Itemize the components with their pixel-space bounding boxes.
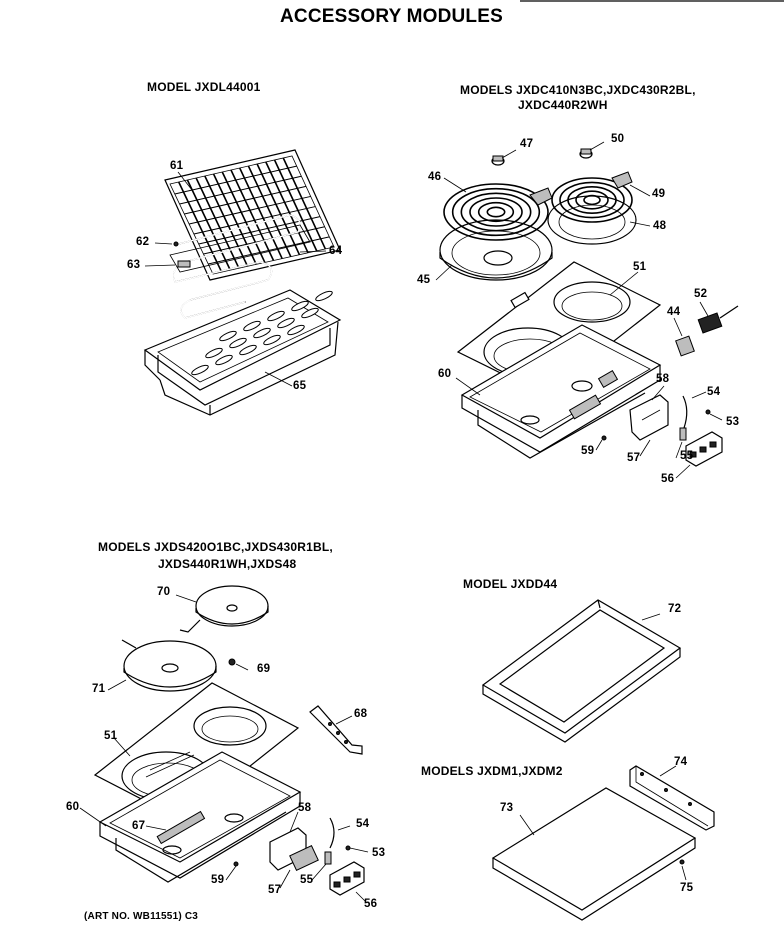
callout-72: 72 [668, 603, 682, 615]
callout-47: 47 [520, 138, 534, 150]
cover-drawing [491, 765, 715, 921]
grill-drip-pan [143, 289, 342, 416]
callout-59: 59 [581, 445, 595, 457]
grill-model-heading: MODEL JXDL44001 [147, 80, 261, 94]
coil-model-heading-line2: JXDC440R2WH [518, 98, 608, 112]
callout-46: 46 [428, 171, 442, 183]
callout-56: 56 [661, 473, 675, 485]
callout-58-solid: 58 [298, 802, 312, 814]
callout-44: 44 [667, 306, 681, 318]
grill-module-drawing [143, 149, 342, 416]
grill-screw [173, 241, 179, 247]
coil-module-drawing [435, 141, 739, 479]
callout-54: 54 [707, 386, 721, 398]
page-title: ACCESSORY MODULES [280, 6, 503, 27]
callout-45: 45 [417, 274, 431, 286]
callout-71: 71 [92, 683, 106, 695]
callout-58: 58 [656, 373, 670, 385]
callout-48: 48 [653, 220, 667, 232]
callout-56-solid: 56 [364, 898, 378, 910]
callout-53-solid: 53 [372, 847, 386, 859]
callout-68: 68 [354, 708, 368, 720]
callout-53: 53 [726, 416, 740, 428]
callout-57: 57 [627, 452, 641, 464]
callout-73: 73 [500, 802, 514, 814]
callout-59-solid: 59 [211, 874, 225, 886]
callout-55-solid: 55 [300, 874, 314, 886]
callout-62: 62 [136, 236, 150, 248]
callout-52: 52 [694, 288, 708, 300]
solid-model-heading-line1: MODELS JXDS420O1BC,JXDS430R1BL, [98, 540, 333, 554]
callout-63: 63 [127, 259, 141, 271]
callout-75: 75 [680, 882, 694, 894]
callout-74: 74 [674, 756, 688, 768]
callout-51-solid: 51 [104, 730, 118, 742]
callout-57-solid: 57 [268, 884, 282, 896]
callout-69: 69 [257, 663, 271, 675]
solid-disk-module-drawing [79, 585, 369, 903]
griddle-model-heading: MODEL JXDD44 [463, 577, 558, 591]
callout-64: 64 [329, 245, 343, 257]
callout-67: 67 [132, 820, 146, 832]
callout-65: 65 [293, 380, 307, 392]
grill-heating-element [169, 214, 311, 319]
callout-49: 49 [652, 188, 666, 200]
callout-61: 61 [170, 160, 184, 172]
callout-51: 51 [633, 261, 647, 273]
art-number: (ART NO. WB11551) C3 [84, 911, 199, 922]
callout-55: 55 [680, 450, 694, 462]
griddle-drawing [481, 599, 682, 743]
grill-grate [164, 149, 341, 281]
callout-60-solid: 60 [66, 801, 80, 813]
grill-terminal-block [177, 260, 191, 268]
solid-model-heading-line2: JXDS440R1WH,JXDS48 [158, 557, 297, 571]
callout-60: 60 [438, 368, 452, 380]
cover-model-heading: MODELS JXDM1,JXDM2 [421, 764, 563, 778]
callout-54-solid: 54 [356, 818, 370, 830]
callout-50: 50 [611, 133, 625, 145]
callout-70: 70 [157, 586, 171, 598]
coil-model-heading-line1: MODELS JXDC410N3BC,JXDC430R2BL, [460, 83, 696, 97]
